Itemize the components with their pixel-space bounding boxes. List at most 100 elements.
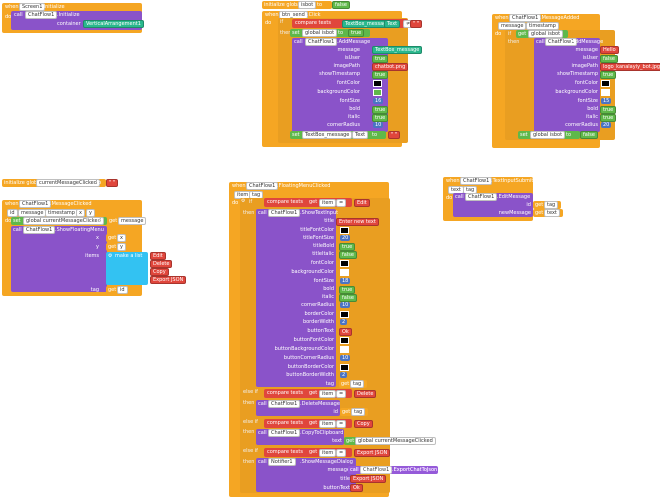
chatflow-component-dropdown[interactable]: ChatFlow1	[460, 177, 493, 185]
gear-icon[interactable]: ⚙	[108, 253, 113, 259]
title-font-color-swatch[interactable]	[340, 227, 349, 234]
chatflow-component-dropdown[interactable]: ChatFlow1	[19, 200, 52, 208]
item-getter[interactable]: item	[319, 420, 337, 428]
equals-operator[interactable]: =	[336, 390, 347, 398]
compare-texts-delete-block[interactable]: compare texts get item =	[264, 389, 352, 398]
get-text-block[interactable]: get text	[533, 209, 563, 217]
global-isbot-dropdown[interactable]: global isbot	[530, 131, 566, 139]
edit-text-literal[interactable]: Edit	[354, 199, 370, 207]
copy-text-literal[interactable]: Copy	[354, 420, 373, 428]
notifier-component-dropdown[interactable]: Notifier1	[268, 458, 296, 466]
font-size-number[interactable]: 15	[601, 98, 612, 104]
font-size-number[interactable]: 18	[340, 278, 351, 284]
isuser-false-value[interactable]: false	[600, 55, 618, 63]
font-size-number[interactable]: 16	[373, 98, 384, 104]
chatflow-component-dropdown[interactable]: ChatFlow1	[509, 14, 542, 22]
button-border-width-number[interactable]: 2	[340, 372, 348, 378]
list-item-copy[interactable]: Copy	[150, 268, 169, 276]
show-message-dialog-call-block[interactable]: call Notifier1 .ShowMessageDialog messag…	[256, 458, 356, 492]
equals-operator[interactable]: =	[336, 199, 347, 207]
get-current-message-block[interactable]: get global currentMessageClicked	[344, 437, 436, 445]
compare-texts-copy-block[interactable]: compare texts get item =	[264, 419, 352, 428]
compare-texts-block[interactable]: compare texts TextBox_message Text ≠	[292, 19, 414, 28]
empty-text-literal[interactable]: " "	[388, 131, 401, 139]
button-text-ok-literal[interactable]: Ok	[339, 328, 352, 336]
item-getter[interactable]: item	[319, 390, 337, 398]
bold-true[interactable]: true	[339, 286, 356, 294]
showtimestamp-true-value[interactable]: true	[600, 71, 617, 79]
tag-getter[interactable]: tag	[544, 201, 559, 209]
get-id-block[interactable]: get id	[106, 286, 130, 294]
tag-getter[interactable]: tag	[351, 408, 366, 416]
chatflow-component-dropdown[interactable]: ChatFlow1	[268, 400, 301, 408]
button-corner-radius-number[interactable]: 10	[340, 355, 351, 361]
x-getter[interactable]: x	[117, 234, 126, 242]
button-font-color-swatch[interactable]	[340, 337, 349, 344]
empty-text-literal[interactable]: " "	[410, 20, 423, 28]
button-border-color-swatch[interactable]	[340, 364, 349, 371]
textbox-message-dropdown[interactable]: TextBox_message	[302, 131, 353, 139]
item-getter[interactable]: item	[319, 449, 337, 457]
list-item-edit[interactable]: Edit	[150, 252, 166, 260]
vertical-arrangement-component[interactable]: VerticalArrangement1	[83, 20, 144, 28]
id-getter[interactable]: id	[117, 286, 128, 294]
set-current-message-block[interactable]: set global currentMessageClicked to	[11, 217, 107, 225]
showtimestamp-true-value[interactable]: true	[372, 71, 389, 79]
current-message-variable-name[interactable]: currentMessageClicked	[36, 179, 100, 187]
chatflow-component-dropdown[interactable]: ChatFlow1	[268, 209, 301, 217]
message-param[interactable]: message	[498, 22, 527, 30]
textbox-message-text-getter[interactable]: TextBox_message	[372, 46, 423, 54]
get-tag-block[interactable]: get tag	[340, 408, 368, 416]
corner-radius-number[interactable]: 10	[340, 302, 351, 308]
get-tag-block[interactable]: get tag	[533, 201, 561, 209]
y-param[interactable]: y	[86, 209, 95, 217]
global-isbot-dropdown[interactable]: global isbot	[302, 29, 338, 37]
title-italic-false[interactable]: false	[339, 251, 357, 259]
global-current-message-getter[interactable]: global currentMessageClicked	[355, 437, 436, 445]
list-item-delete[interactable]: Delete	[150, 260, 173, 268]
bold-true-value[interactable]: true	[372, 106, 389, 114]
chatflow-component-dropdown[interactable]: ChatFlow1	[246, 182, 279, 190]
get-y-block[interactable]: get y	[106, 243, 128, 251]
x-param[interactable]: x	[76, 209, 85, 217]
equals-operator[interactable]: =	[336, 449, 347, 457]
show-floating-menu-call-block[interactable]: call ChatFlow1 .ShowFloatingMenu x y ite…	[11, 226, 107, 293]
global-current-message-dropdown[interactable]: global currentMessageClicked	[23, 217, 104, 225]
font-color-swatch[interactable]	[373, 80, 382, 87]
timestamp-param[interactable]: timestamp	[45, 209, 78, 217]
export-json-text-literal[interactable]: Export JSON	[354, 449, 391, 457]
mutator-gear-icon[interactable]: ⚙	[241, 198, 246, 204]
border-color-swatch[interactable]	[340, 311, 349, 318]
isbot-false-value[interactable]: false	[332, 1, 350, 9]
compare-texts-export-block[interactable]: compare texts get item =	[264, 448, 352, 457]
tag-getter[interactable]: tag	[350, 380, 365, 388]
italic-true-value[interactable]: true	[600, 114, 617, 122]
ok-button-text-literal[interactable]: Ok	[350, 484, 363, 492]
global-current-message-init-block[interactable]: initialize global currentMessageClicked …	[2, 179, 106, 187]
export-json-title-literal[interactable]: Export JSON	[350, 475, 387, 483]
add-message-call-block[interactable]: call ChatFlow1 .AddMessage message isUse…	[534, 38, 603, 132]
button-background-color-swatch[interactable]	[340, 346, 349, 353]
global-isbot-dropdown[interactable]: global isbot	[528, 30, 564, 38]
title-font-size-number[interactable]: 20	[340, 235, 351, 241]
title-bold-true[interactable]: true	[339, 243, 356, 251]
text-property-dropdown[interactable]: Text	[352, 131, 369, 139]
set-textbox-text-block[interactable]: set TextBox_message Text to	[290, 131, 386, 139]
get-x-block[interactable]: get x	[106, 234, 128, 242]
chatflow-component-dropdown[interactable]: ChatFlow1	[25, 11, 58, 19]
italic-true-value[interactable]: true	[372, 114, 389, 122]
make-a-list-block[interactable]: ⚙ make a list	[106, 252, 148, 285]
chatflow-initialize-call-block[interactable]: call ChatFlow1 .Initialize container Ver…	[11, 11, 144, 30]
timestamp-param[interactable]: timestamp	[526, 22, 559, 30]
y-getter[interactable]: y	[117, 243, 126, 251]
isbot-true-value[interactable]: true	[348, 29, 365, 37]
set-global-isbot-block[interactable]: set global isbot to true	[290, 29, 370, 37]
hello-text-literal[interactable]: Hello	[600, 46, 619, 54]
empty-text-literal[interactable]: " "	[106, 179, 119, 187]
background-color-swatch[interactable]	[373, 89, 382, 96]
export-chat-to-json-call-block[interactable]: call ChatFlow1 .ExportChatToJson	[348, 466, 438, 474]
isuser-true-value[interactable]: true	[372, 55, 389, 63]
corner-radius-number[interactable]: 10	[373, 122, 384, 128]
delete-text-literal[interactable]: Delete	[354, 390, 377, 398]
get-message-block[interactable]: get message	[107, 217, 147, 225]
